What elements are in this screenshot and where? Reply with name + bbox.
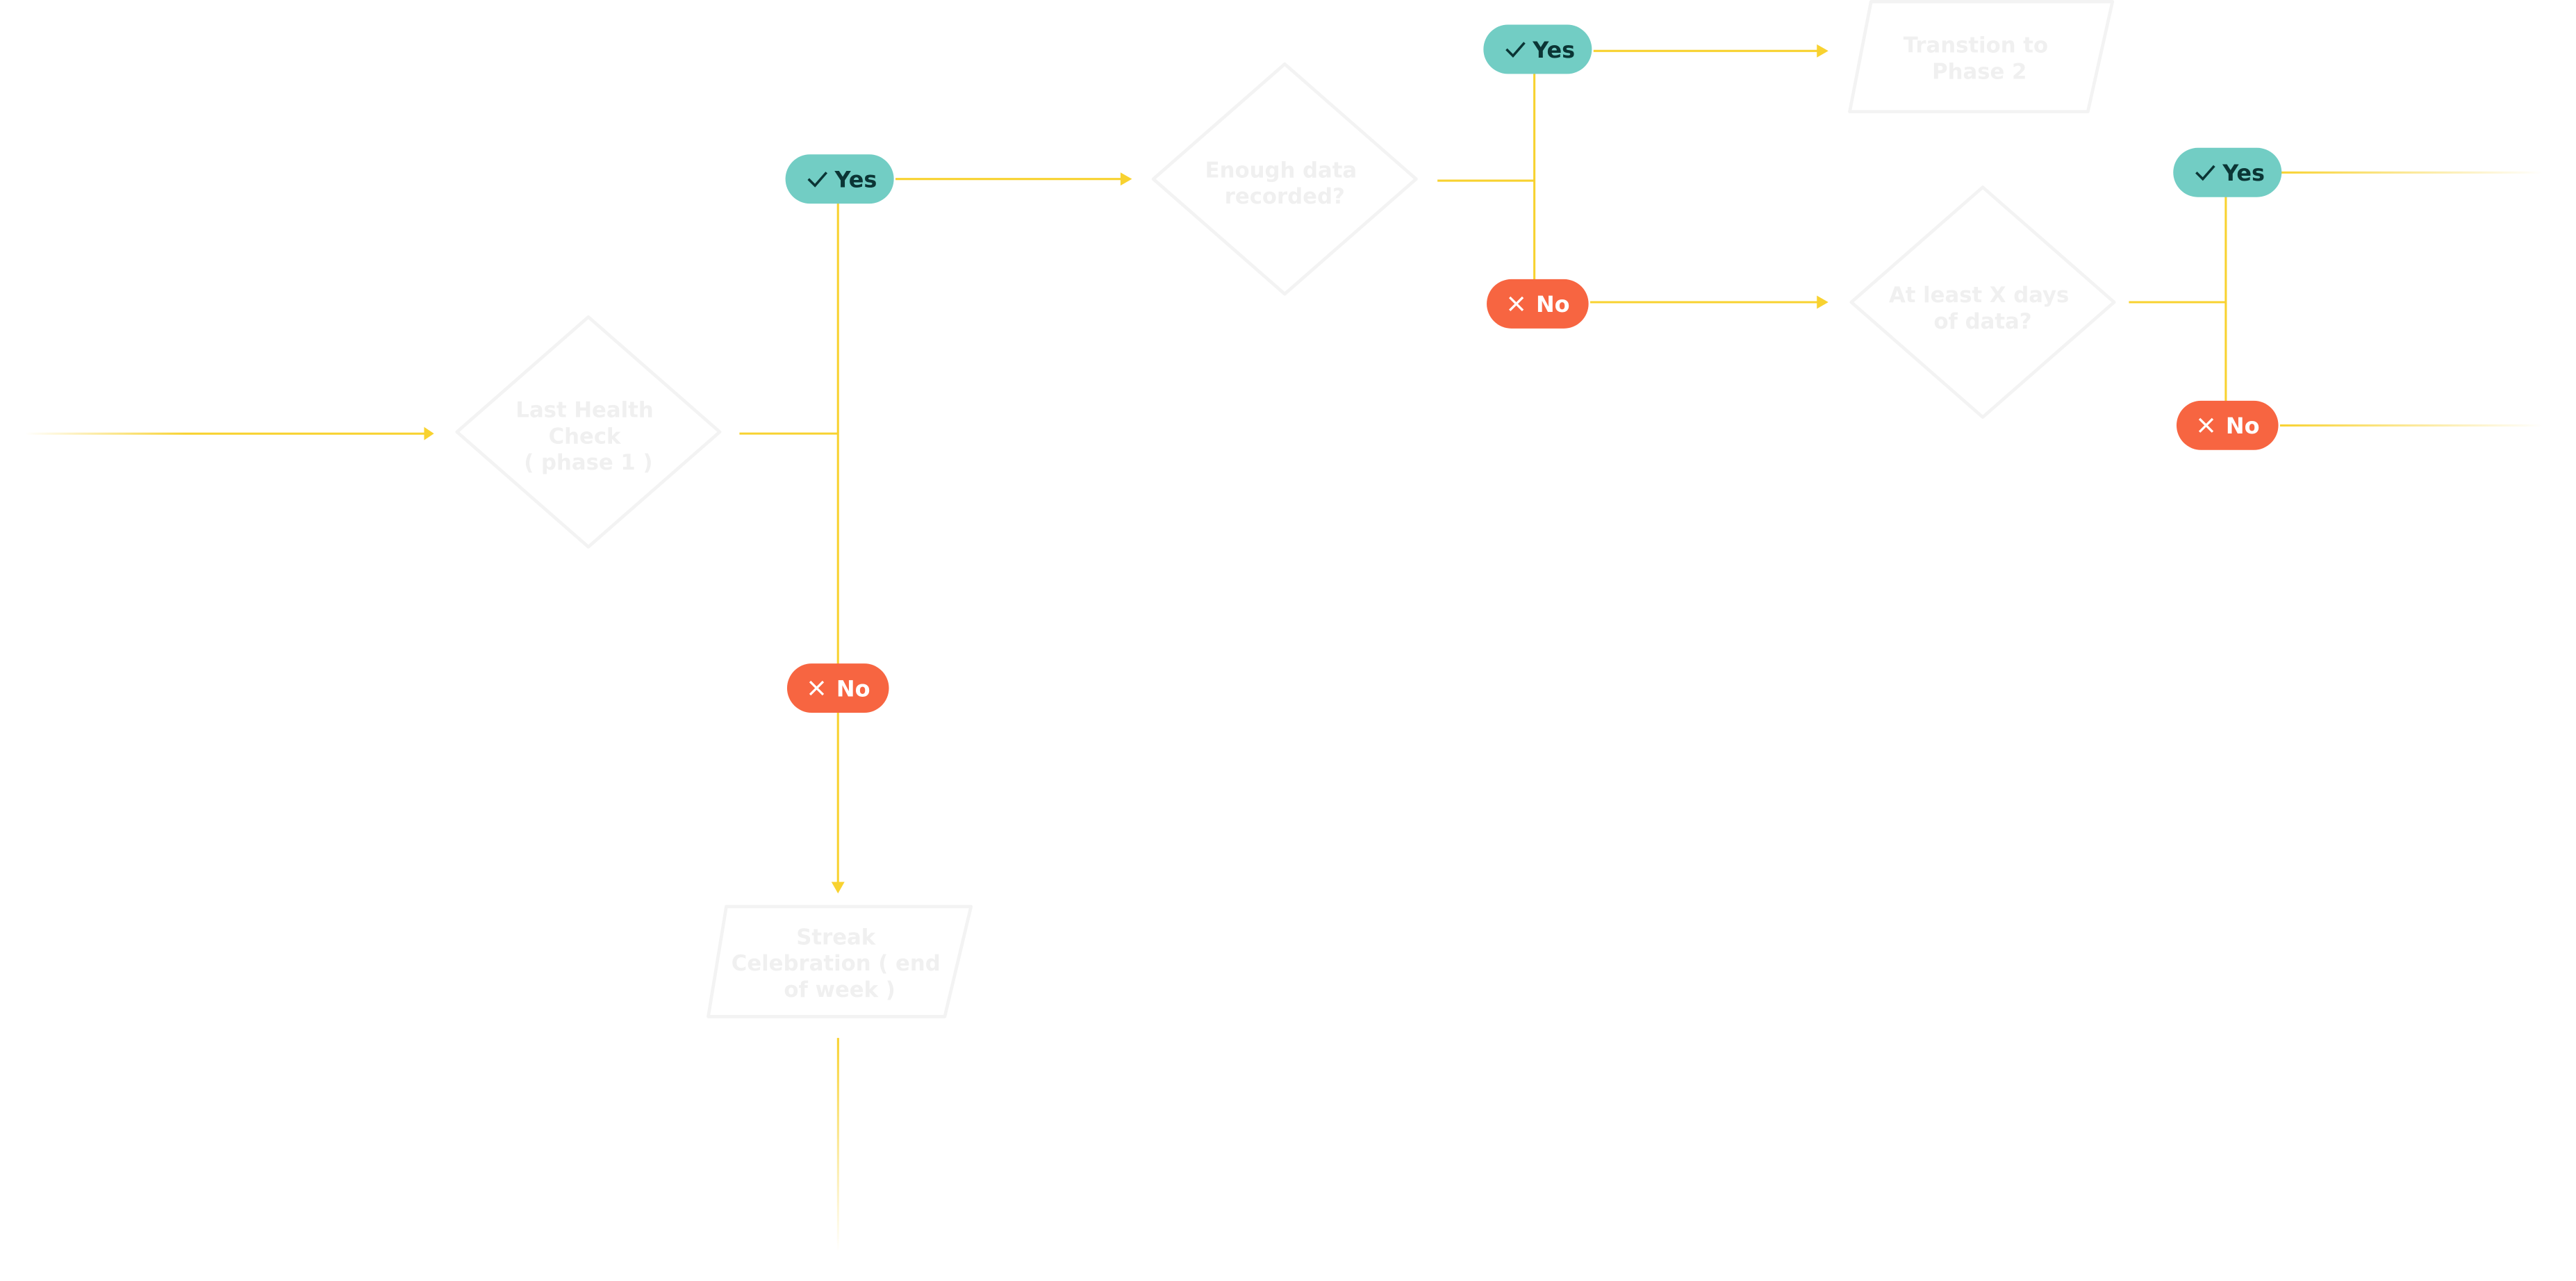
yes-label: Yes (1532, 37, 1575, 63)
x-icon (2198, 418, 2214, 433)
no-badge[interactable]: No (1487, 279, 1589, 329)
incoming-connector (25, 432, 428, 435)
outgoing-connector (2279, 171, 2543, 174)
decision-last-health-check[interactable]: Last Health Check ( phase 1 ) (455, 315, 722, 549)
arrow-head-icon (1120, 172, 1132, 186)
check-icon (2195, 165, 2215, 181)
no-badge[interactable]: No (2176, 400, 2279, 450)
arrow-head-icon (1817, 44, 1828, 58)
node-label: Enough data recorded? (1205, 158, 1364, 209)
decision-enough-data[interactable]: Enough data recorded? (1151, 62, 1418, 296)
x-icon (1508, 296, 1524, 311)
check-icon (807, 172, 828, 188)
node-label: Transtion to Phase 2 (1904, 33, 2056, 85)
connectors (25, 44, 2543, 1252)
data-streak-celebration[interactable]: Streak Celebration ( end of week ) (707, 904, 973, 1018)
arrow-head-icon (831, 882, 845, 894)
yes-badge[interactable]: Yes (1483, 24, 1592, 74)
check-icon (1505, 42, 1526, 58)
no-label: No (2226, 413, 2260, 439)
arrow-head-icon (1817, 295, 1828, 309)
yes-label: Yes (2222, 160, 2265, 186)
node-label: Last Health Check ( phase 1 ) (515, 397, 661, 475)
decision-at-least-x-days[interactable]: At least X days of data? (1849, 185, 2116, 419)
yes-badge[interactable]: Yes (785, 154, 894, 204)
x-icon (809, 680, 825, 696)
outgoing-connector (836, 1038, 839, 1252)
outgoing-connector (2279, 424, 2543, 427)
arrow-head-icon (424, 427, 434, 440)
no-label: No (836, 675, 870, 702)
data-transition-phase-2[interactable]: Transtion to Phase 2 (1848, 0, 2115, 114)
no-badge[interactable]: No (786, 663, 889, 713)
yes-badge[interactable]: Yes (2173, 147, 2282, 197)
yes-label: Yes (834, 167, 877, 193)
node-label: At least X days of data? (1889, 283, 2077, 334)
node-label: Streak Celebration ( end of week ) (732, 925, 948, 1002)
no-label: No (1536, 291, 1570, 317)
